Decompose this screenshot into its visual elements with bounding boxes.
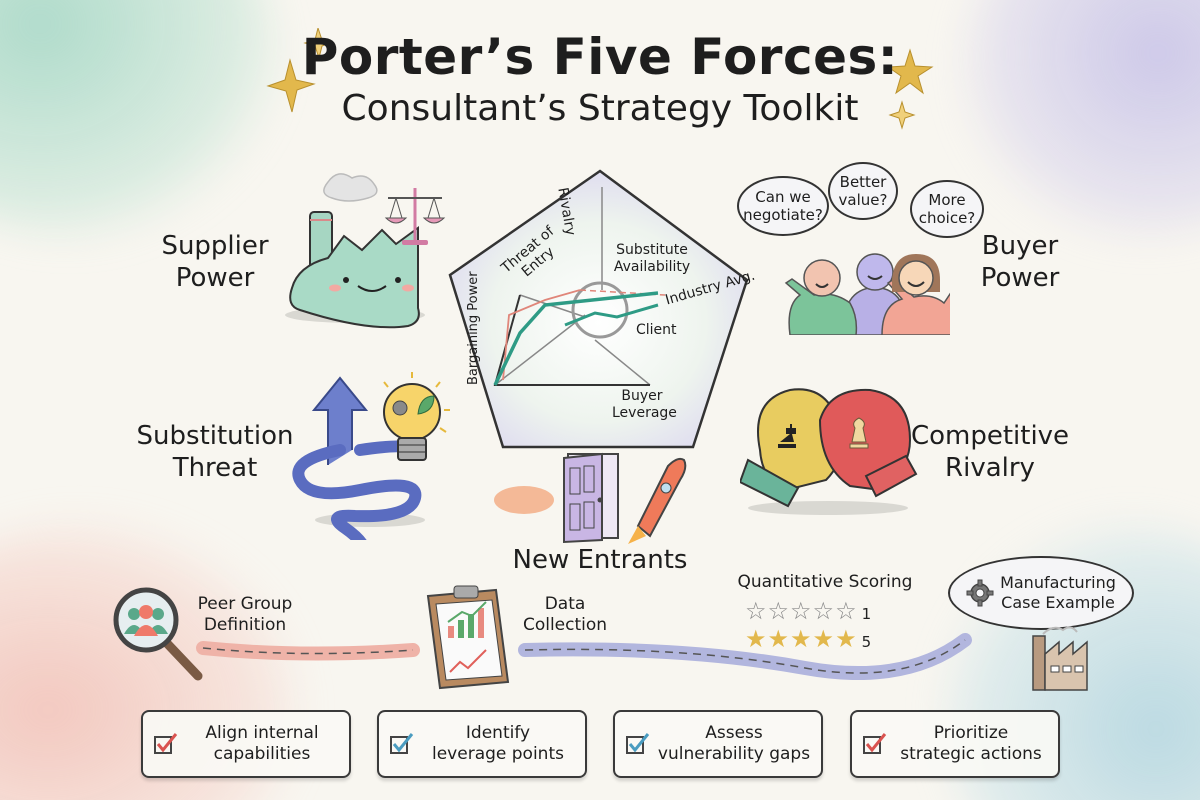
process-road-path <box>196 633 972 680</box>
score-row-high: ★★★★★5 <box>745 625 873 653</box>
step-peer-group-definition: Peer Group Definition <box>197 594 293 635</box>
checkbox-checked-icon <box>626 733 650 754</box>
case-example-bubble: Manufacturing Case Example <box>948 556 1134 630</box>
axis-label-buyer-leverage: Buyer Leverage <box>612 388 677 421</box>
force-supplier-power: Supplier Power <box>161 231 269 293</box>
page-title: Porter’s Five Forces: <box>301 28 899 86</box>
step-quantitative-scoring-title: Quantitative Scoring <box>737 572 913 592</box>
door-rocket-icon <box>494 452 687 544</box>
happy-customers-icon <box>784 253 950 335</box>
legend-client: Client <box>636 322 677 338</box>
checkbox-checked-icon <box>863 733 887 754</box>
force-buyer-power: Buyer Power <box>980 231 1060 293</box>
axis-label-bargaining-power: Bargaining Power <box>466 271 481 385</box>
step-data-collection: Data Collection <box>522 594 608 635</box>
gear-icon <box>966 579 994 607</box>
axis-label-substitute-availability: Substitute Availability <box>613 242 691 275</box>
empty-stars-icon: ☆☆☆☆☆ <box>745 597 858 625</box>
filled-stars-icon: ★★★★★ <box>745 625 858 653</box>
magnifier-people-icon <box>113 587 203 681</box>
sparkle-stars-left-icon <box>266 28 334 113</box>
score-row-low: ☆☆☆☆☆1 <box>745 597 873 625</box>
clipboard-chart-icon <box>426 585 510 690</box>
force-substitution-threat: Substitution Threat <box>136 421 294 483</box>
force-competitive-rivalry: Competitive Rivalry <box>910 421 1070 483</box>
five-forces-radar-chart <box>448 169 749 449</box>
boxing-gloves-chess-icon <box>740 388 918 515</box>
factory-icon <box>1032 626 1088 691</box>
checkbox-checked-icon <box>154 733 178 754</box>
checkbox-checked-icon <box>390 733 414 754</box>
page-subtitle: Consultant’s Strategy Toolkit <box>341 88 859 129</box>
force-new-entrants: New Entrants <box>512 545 688 575</box>
spiral-arrow-lightbulb-icon <box>292 372 450 540</box>
sparkle-stars-right-icon <box>888 48 934 130</box>
factory-with-scale-icon <box>285 173 446 329</box>
